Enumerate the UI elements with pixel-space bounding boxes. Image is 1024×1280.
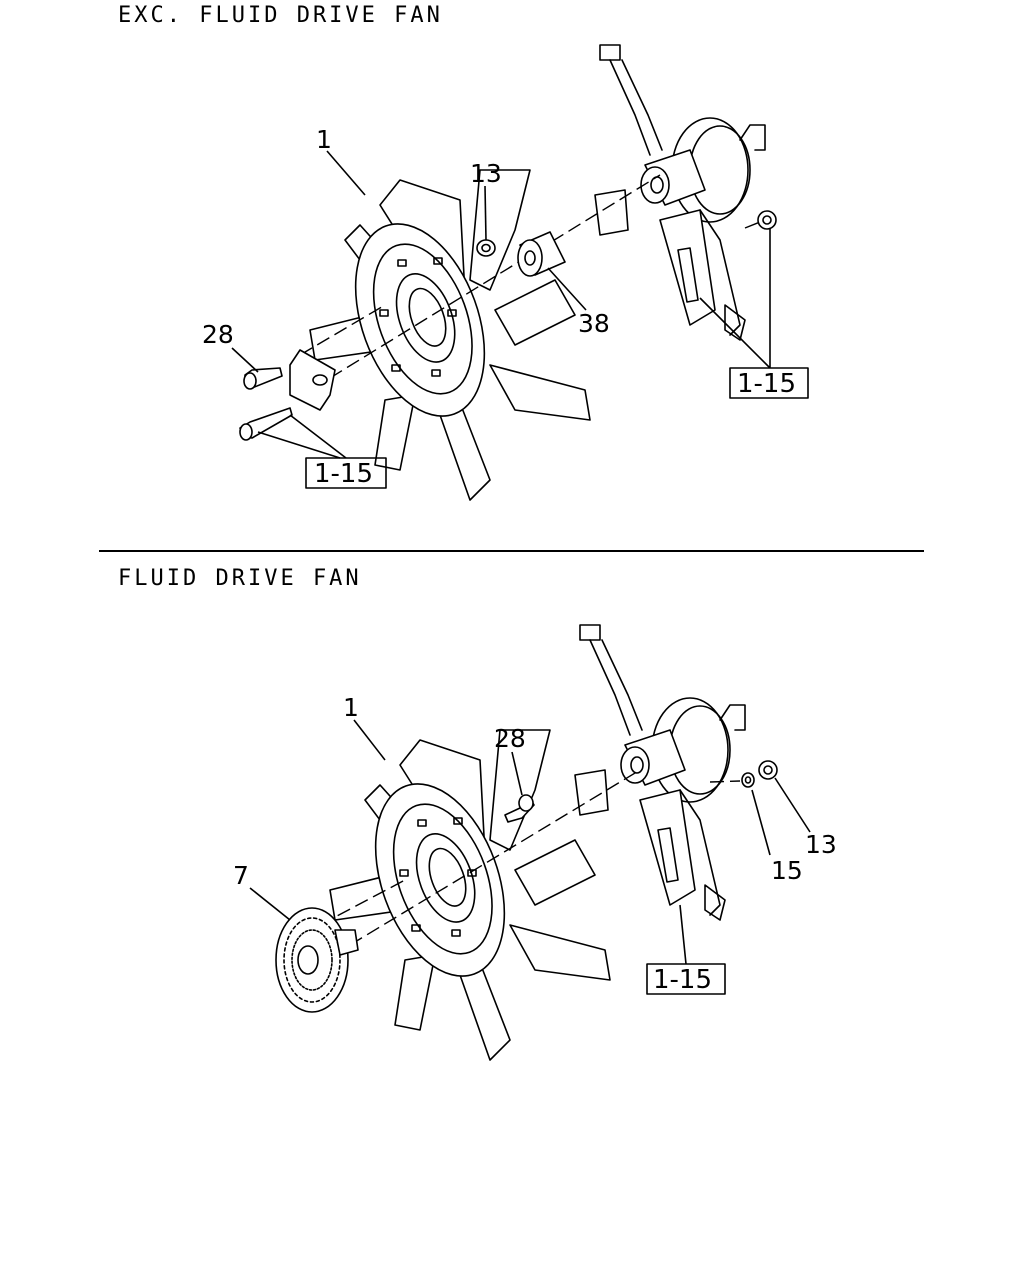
ref-1-15-left-top: 1-15 [314, 459, 373, 489]
water-pump-bracket-top [594, 44, 766, 341]
section-title-exc-fluid-drive-fan: EXC. FLUID DRIVE FAN [118, 3, 443, 28]
fan-blade-assembly-bottom [329, 729, 611, 1061]
nut-pump-top [744, 210, 777, 230]
ref-1-15-bottom: 1-15 [653, 965, 712, 995]
callout-7: 7 [233, 861, 249, 890]
callout-1-bottom: 1 [343, 693, 359, 722]
bolt-28-bottom [504, 794, 535, 823]
spacer-38-top [517, 231, 566, 277]
section-title-fluid-drive-fan: FLUID DRIVE FAN [118, 566, 362, 591]
callout-28-bottom: 28 [494, 724, 526, 753]
fluid-coupling-7 [275, 907, 359, 1013]
ref-1-15-right-top: 1-15 [737, 369, 796, 399]
shaft-axis-top [329, 174, 661, 379]
washer-15 [741, 772, 755, 788]
callout-15: 15 [771, 856, 803, 885]
callout-13-bottom: 13 [805, 830, 837, 859]
nut-13-bottom [758, 760, 778, 780]
callout-1-top: 1 [316, 125, 332, 154]
callout-13-top: 13 [470, 159, 502, 188]
nut-13-top [476, 239, 496, 257]
callout-38-top: 38 [578, 309, 610, 338]
fan-blade-assembly-top [309, 169, 591, 501]
bolt-28-upper-top [243, 367, 283, 390]
fan-plate-top [289, 349, 336, 411]
callout-28-top: 28 [202, 320, 234, 349]
water-pump-bracket-bottom [574, 624, 746, 921]
shaft-axis-bottom [349, 769, 641, 946]
bolt-28-lower-top [239, 407, 293, 441]
